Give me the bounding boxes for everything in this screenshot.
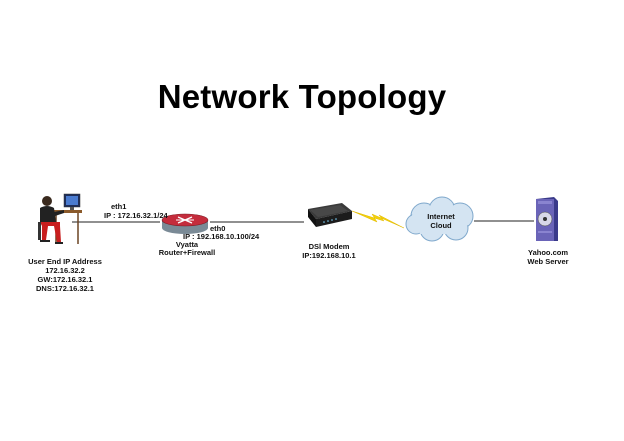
router-role-label: Router+Firewall bbox=[158, 248, 216, 257]
cloud-line2-label: Cloud bbox=[430, 221, 452, 230]
eth0-ip-label: IP : 192.168.10.100/24 bbox=[183, 232, 260, 241]
user-dns-label: DNS:172.16.32.1 bbox=[36, 284, 94, 293]
cloud-icon bbox=[405, 196, 474, 242]
user-ip-label: 172.16.32.2 bbox=[45, 266, 85, 275]
router-icon bbox=[161, 213, 209, 234]
eth1-ip-label: IP : 172.16.32.1/24 bbox=[104, 211, 168, 220]
eth0-label: eth0 bbox=[210, 224, 226, 233]
cloud-line1-label: Internet bbox=[427, 212, 455, 221]
user-workstation-icon bbox=[38, 193, 82, 244]
user-name-label: User End IP Address bbox=[28, 257, 102, 266]
modem-name-label: DSl Modem bbox=[308, 242, 350, 251]
modem-icon bbox=[308, 203, 352, 227]
server-role-label: Web Server bbox=[527, 257, 569, 266]
page-title: Network Topology bbox=[157, 78, 447, 115]
user-gw-label: GW:172.16.32.1 bbox=[37, 275, 93, 284]
router-name-label: Vyatta bbox=[175, 240, 199, 249]
modem-ip-label: IP:192.168.10.1 bbox=[302, 251, 356, 260]
server-name-label: Yahoo.com bbox=[527, 248, 568, 257]
eth1-label: eth1 bbox=[111, 202, 127, 211]
lightning-icon bbox=[351, 210, 405, 229]
web-server-icon bbox=[536, 197, 558, 241]
